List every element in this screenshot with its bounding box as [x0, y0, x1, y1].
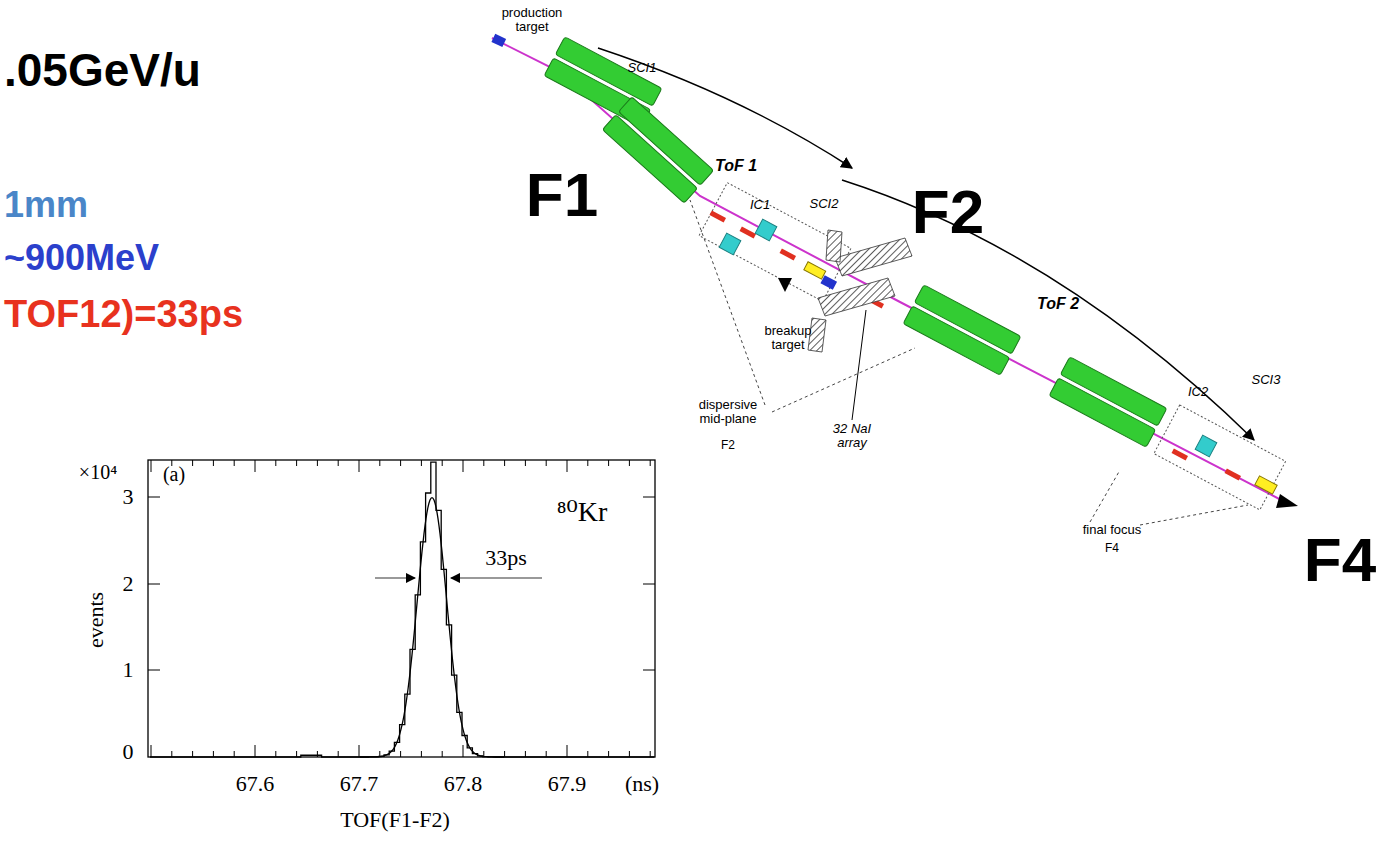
dipole-magnet: [903, 285, 1021, 375]
energy-value: ~900MeV: [4, 238, 159, 278]
tick-label: 67.7: [340, 772, 379, 796]
panel-label: (a): [163, 463, 185, 485]
isotope-label: ⁸⁰Kr: [557, 497, 608, 528]
fwhm-label: 33ps: [485, 546, 527, 570]
focal-plane-label: F4: [1304, 526, 1376, 594]
dipole-magnet: [1049, 357, 1167, 447]
nai-array: [808, 230, 912, 420]
tof-label: ToF 2: [1037, 295, 1079, 313]
detector-label: SCI3: [1252, 373, 1281, 387]
tick-label: 2: [123, 572, 134, 596]
tof-arrow: [598, 48, 852, 168]
leader-lines: [690, 200, 1248, 525]
axis-title: events: [84, 592, 108, 648]
tick-label: 1: [123, 658, 134, 682]
tof-histogram: [148, 460, 655, 757]
tick-label: 67.6: [236, 772, 275, 796]
axis-scale: ×10⁴: [79, 461, 117, 483]
tof-arrow: [842, 180, 1254, 440]
beam-energy: .05GeV/u: [4, 45, 201, 96]
axis-title: TOF(F1-F2): [340, 808, 450, 832]
detector-label: SCI2: [810, 197, 839, 211]
tof-label: ToF 1: [715, 157, 757, 175]
part-label: F4: [1105, 542, 1119, 555]
tick-label: 67.9: [548, 772, 587, 796]
target-thickness: 1mm: [4, 185, 88, 225]
tick-label: 3: [123, 485, 134, 509]
focal-plane-label: F2: [912, 178, 984, 246]
tick-label: 67.8: [444, 772, 483, 796]
part-label: breakup target: [753, 324, 823, 353]
f4-detectors: [1154, 405, 1298, 510]
detector-label: IC1: [750, 198, 770, 212]
dipole-magnet: [602, 97, 713, 203]
detector-label: SCI1: [628, 61, 657, 75]
beam-line: [492, 38, 1285, 502]
part-label: dispersive mid-plane: [686, 398, 770, 427]
part-label: production target: [497, 6, 567, 35]
axis-unit: (ns): [625, 772, 659, 796]
part-label: 32 NaI array: [824, 422, 880, 451]
focal-plane-label: F1: [526, 161, 598, 229]
tof-resolution: TOF12)=33ps: [4, 294, 243, 336]
tick-label: 0: [123, 740, 134, 764]
production-target: [491, 34, 506, 47]
part-label: final focus: [1083, 523, 1142, 537]
part-label: F2: [721, 439, 735, 452]
detector-label: IC2: [1188, 385, 1208, 399]
